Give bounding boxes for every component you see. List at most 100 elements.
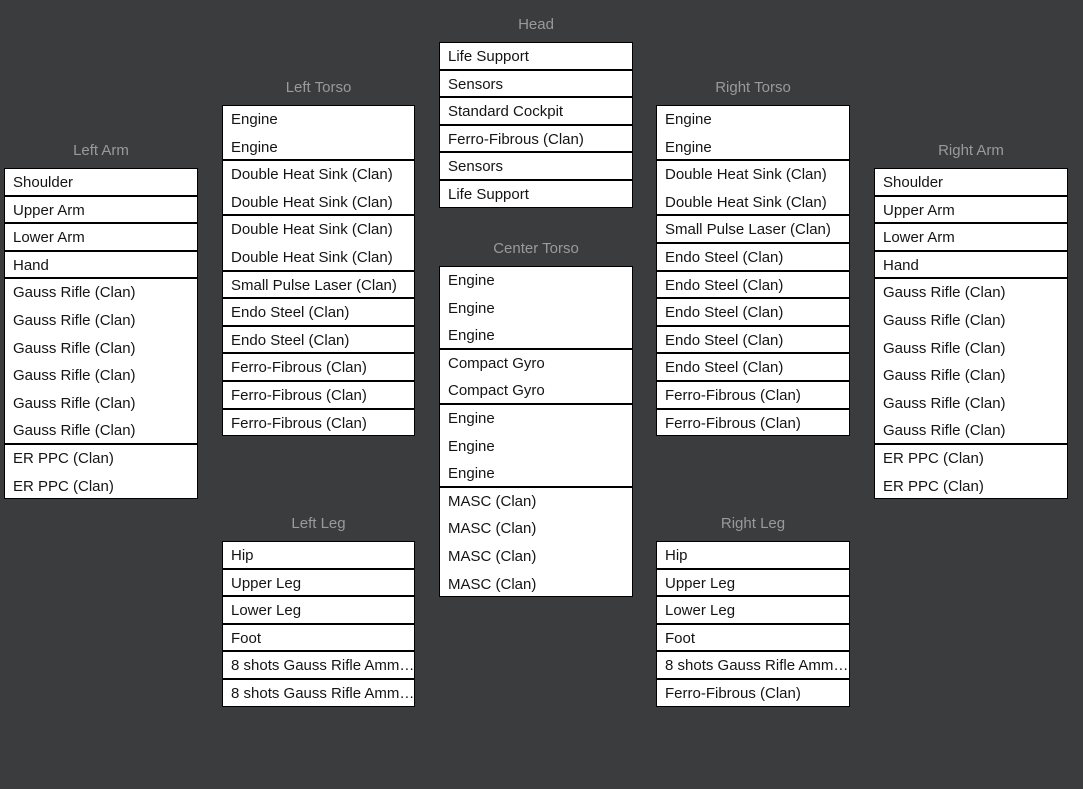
slot-label: Sensors	[448, 75, 504, 93]
section-title-head: Head	[518, 16, 554, 33]
slot-item[interactable]: Endo Steel (Clan)	[222, 298, 415, 326]
slot-item[interactable]: Endo Steel (Clan)	[656, 325, 850, 354]
slot-item[interactable]: Shoulder	[4, 168, 198, 196]
slot-label: Lower Leg	[665, 602, 736, 620]
slot-label: Life Support	[448, 48, 529, 65]
slot-item[interactable]: ER PPC (Clan)ER PPC (Clan)	[4, 443, 198, 500]
slot-item[interactable]: 8 shots Gauss Rifle Amm…	[656, 651, 850, 679]
slot-label: Gauss Rifle (Clan)	[883, 367, 1006, 385]
slot-label: MASC (Clan)	[448, 520, 537, 538]
slot-item[interactable]: Sensors	[439, 152, 633, 180]
slot-item[interactable]: Standard Cockpit	[439, 97, 633, 125]
slot-item[interactable]: Hip	[656, 541, 850, 569]
slot-item[interactable]: Endo Steel (Clan)	[656, 353, 850, 381]
slot-item[interactable]: Ferro-Fibrous (Clan)	[222, 408, 415, 437]
slot-item[interactable]: Endo Steel (Clan)	[222, 325, 415, 354]
slot-label: Sensors	[448, 158, 504, 176]
slot-item[interactable]: MASC (Clan)MASC (Clan)MASC (Clan)MASC (C…	[439, 486, 633, 598]
slot-label: Endo Steel (Clan)	[231, 304, 350, 322]
slot-item[interactable]: 8 shots Gauss Rifle Amm…	[222, 651, 415, 679]
slot-item[interactable]: Lower Arm	[874, 223, 1068, 251]
slot-item[interactable]: Ferro-Fibrous (Clan)	[656, 408, 850, 437]
slot-label: Compact Gyro	[448, 382, 545, 400]
slot-label: Upper Arm	[883, 201, 955, 219]
section-title-right-leg: Right Leg	[720, 515, 786, 532]
slot-label: Endo Steel (Clan)	[665, 248, 784, 266]
slot-item[interactable]: Hip	[222, 541, 415, 569]
slot-item[interactable]: Foot	[656, 623, 850, 652]
slot-label: Endo Steel (Clan)	[665, 276, 784, 294]
slot-label: Foot	[231, 629, 262, 647]
slot-item[interactable]: Upper Arm	[4, 195, 198, 224]
slot-item[interactable]: Gauss Rifle (Clan)Gauss Rifle (Clan)Gaus…	[4, 278, 198, 444]
slot-item[interactable]: Endo Steel (Clan)	[656, 270, 850, 299]
slot-label: Ferro-Fibrous (Clan)	[665, 684, 801, 702]
slot-item[interactable]: 8 shots Gauss Rifle Amm…	[222, 678, 415, 707]
slot-label: Shoulder	[13, 174, 74, 191]
slot-item[interactable]: Ferro-Fibrous (Clan)	[656, 678, 850, 707]
slot-label: Gauss Rifle (Clan)	[883, 284, 1006, 302]
slot-label: Engine	[448, 299, 495, 317]
slot-label: Upper Leg	[665, 574, 736, 592]
slot-label: Lower Leg	[231, 602, 302, 620]
slot-item[interactable]: Hand	[4, 250, 198, 279]
slot-label: Engine	[448, 327, 495, 345]
slot-label: Ferro-Fibrous (Clan)	[665, 386, 801, 404]
slot-item[interactable]: Lower Leg	[222, 596, 415, 624]
slot-label: Ferro-Fibrous (Clan)	[448, 130, 584, 148]
slot-label: Ferro-Fibrous (Clan)	[665, 414, 801, 432]
slot-item[interactable]: Upper Arm	[874, 195, 1068, 224]
section-title-left-leg: Left Leg	[291, 515, 346, 532]
slot-label: Shoulder	[883, 174, 944, 191]
slot-item[interactable]: Double Heat Sink (Clan)Double Heat Sink …	[222, 160, 415, 216]
slot-label: 8 shots Gauss Rifle Amm…	[665, 657, 849, 675]
slot-item[interactable]: Sensors	[439, 69, 633, 98]
slot-item[interactable]: Life Support	[439, 42, 633, 70]
slot-label: Engine	[448, 465, 495, 483]
slot-label: MASC (Clan)	[448, 575, 537, 593]
slot-item[interactable]: Upper Leg	[656, 568, 850, 597]
slot-label: MASC (Clan)	[448, 547, 537, 565]
slot-item[interactable]: Ferro-Fibrous (Clan)	[222, 380, 415, 409]
slot-item[interactable]: Life Support	[439, 179, 633, 208]
slot-item[interactable]: Gauss Rifle (Clan) Gauss Rifle (Clan) Gaus…	[874, 278, 1068, 444]
slot-item[interactable]: Hand	[874, 250, 1068, 279]
slot-label: Gauss Rifle (Clan)	[13, 284, 136, 302]
slot-item[interactable]: Ferro-Fibrous (Clan)	[222, 353, 415, 381]
slot-item[interactable]: Ferro-Fibrous (Clan)	[439, 124, 633, 153]
slot-label: Upper Leg	[231, 574, 302, 592]
slot-item[interactable]: Upper Leg	[222, 568, 415, 597]
slot-label: Double Heat Sink (Clan)	[231, 221, 393, 239]
slot-item[interactable]: Foot	[222, 623, 415, 652]
slot-item[interactable]: Ferro-Fibrous (Clan)	[656, 380, 850, 409]
slot-item[interactable]: Shoulder	[874, 168, 1068, 196]
slot-label: Engine	[665, 111, 712, 128]
slot-item[interactable]: Endo Steel (Clan)	[656, 298, 850, 326]
slot-item[interactable]: Small Pulse Laser (Clan)	[222, 270, 415, 299]
slot-item[interactable]: Double Heat Sink (Clan)Double Heat Sink …	[656, 160, 850, 216]
slot-item[interactable]: Double Heat Sink (Clan) Double Heat Sink …	[222, 215, 415, 271]
slot-item[interactable]: Lower Arm	[4, 223, 198, 251]
slot-label: Gauss Rifle (Clan)	[883, 339, 1006, 357]
slot-label: Upper Arm	[13, 201, 85, 219]
slot-item[interactable]: Small Pulse Laser (Clan)	[656, 215, 850, 243]
slot-label: Gauss Rifle (Clan)	[13, 339, 136, 357]
slot-item[interactable]: Endo Steel (Clan)	[656, 242, 850, 271]
slot-label: Endo Steel (Clan)	[231, 331, 350, 349]
slot-label: Gauss Rifle (Clan)	[883, 422, 1006, 440]
slot-label: Double Heat Sink (Clan)	[231, 248, 393, 266]
slot-label: ER PPC (Clan)	[13, 477, 114, 495]
slot-item[interactable]: ER PPC (Clan)ER PPC (Clan)	[874, 443, 1068, 500]
slot-item[interactable]: Lower Leg	[656, 596, 850, 624]
